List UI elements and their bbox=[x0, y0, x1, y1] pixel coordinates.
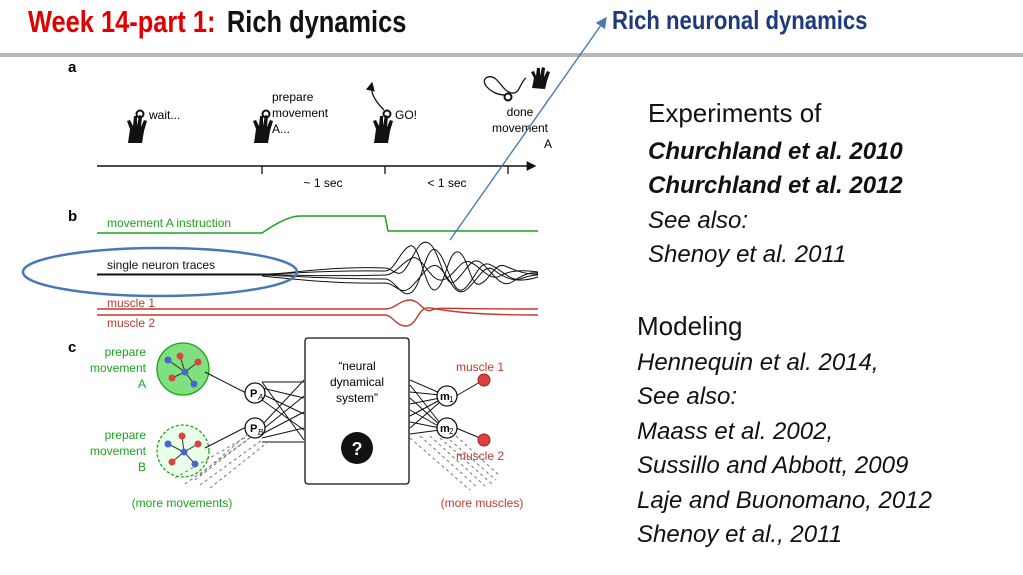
prepare-line-3: A... bbox=[272, 122, 290, 136]
neuron-label: single neuron traces bbox=[107, 258, 215, 272]
more-muscles-lines bbox=[409, 435, 501, 491]
panel-a-label: a bbox=[68, 59, 77, 76]
more-muscles-label: (more muscles) bbox=[441, 496, 524, 510]
highlight-ellipse bbox=[21, 246, 299, 298]
wait-label: wait... bbox=[148, 108, 180, 122]
done-line-2: movement bbox=[492, 121, 549, 135]
muscle1-trace-label: muscle 1 bbox=[107, 296, 155, 310]
system-line-3: system” bbox=[336, 391, 378, 405]
svg-text:P: P bbox=[250, 388, 257, 400]
system-line-1: “neural bbox=[338, 359, 375, 373]
exp-ref-2: Churchland et al. 2012 bbox=[648, 172, 903, 199]
model-see-also: See also: bbox=[637, 383, 738, 410]
modeling-heading: Modeling bbox=[637, 311, 743, 341]
muscle2-trace-label: muscle 2 bbox=[107, 316, 155, 330]
prepare-line-2: movement bbox=[272, 106, 329, 120]
neural-system-box bbox=[304, 337, 410, 485]
pb-node: P B bbox=[244, 417, 266, 439]
svg-text:B: B bbox=[258, 428, 264, 437]
title-divider bbox=[0, 53, 1023, 57]
svg-text:2: 2 bbox=[449, 427, 454, 436]
system-line-2: dynamical bbox=[330, 375, 384, 389]
exp-see-also: See also: bbox=[648, 207, 749, 234]
title-topic: Rich dynamics bbox=[226, 4, 407, 39]
title-week: Week 14-part 1: bbox=[28, 4, 216, 39]
panel-b-label: b bbox=[68, 208, 77, 225]
go-label: GO! bbox=[395, 108, 417, 122]
question-icon bbox=[341, 432, 373, 464]
instruction-label: movement A instruction bbox=[107, 216, 231, 230]
prep-a-line-1: prepare bbox=[105, 345, 147, 359]
panel-c-label: c bbox=[68, 339, 76, 356]
prepare-line-1: prepare bbox=[272, 90, 314, 104]
output-projections bbox=[409, 379, 481, 439]
hand-wait-icon bbox=[127, 109, 147, 143]
prep-a-line-2: movement bbox=[90, 361, 147, 375]
slide-title: Week 14-part 1: Rich dynamics bbox=[28, 4, 406, 40]
model-ref-3: Laje and Buonomano, 2012 bbox=[637, 487, 932, 514]
model-ref-main: Hennequin et al. 2014, bbox=[637, 349, 879, 376]
model-ref-4: Shenoy et al., 2011 bbox=[637, 521, 843, 548]
interval-1-label: ~ 1 sec bbox=[303, 176, 342, 190]
more-movements-lines bbox=[174, 431, 269, 489]
exp-ref-3: Shenoy et al. 2011 bbox=[648, 241, 847, 268]
done-line-1: done bbox=[507, 105, 534, 119]
input-projections bbox=[204, 371, 305, 449]
svg-text:m: m bbox=[440, 423, 450, 435]
instruction-trace bbox=[97, 215, 538, 234]
neuron-traces bbox=[97, 241, 539, 295]
more-movements-label: (more movements) bbox=[132, 496, 233, 510]
pa-node: P A bbox=[244, 382, 266, 404]
prep-b-line-2: movement bbox=[90, 444, 147, 458]
interval-2-label: < 1 sec bbox=[427, 176, 466, 190]
population-a-icon bbox=[156, 342, 210, 396]
muscle1-output-label: muscle 1 bbox=[456, 360, 504, 374]
svg-text:m: m bbox=[440, 391, 450, 403]
svg-text:1: 1 bbox=[449, 395, 454, 404]
population-b-icon bbox=[156, 424, 210, 478]
muscle1-trace bbox=[97, 299, 539, 312]
m1-node: m 1 bbox=[436, 385, 458, 407]
model-ref-1: Maass et al. 2002, bbox=[637, 418, 834, 445]
experiments-heading: Experiments of bbox=[648, 98, 822, 128]
muscle2-output-label: muscle 2 bbox=[456, 449, 504, 463]
hand-done-icon bbox=[483, 67, 550, 102]
svg-text:A: A bbox=[257, 393, 263, 402]
annotation-label: Rich neuronal dynamics bbox=[612, 5, 868, 35]
model-ref-2: Sussillo and Abbott, 2009 bbox=[637, 452, 909, 479]
m2-node: m 2 bbox=[436, 417, 458, 439]
question-mark: ? bbox=[352, 439, 363, 459]
muscle2-node bbox=[477, 433, 491, 447]
muscle2-trace bbox=[97, 307, 539, 327]
prep-b-line-1: prepare bbox=[105, 428, 147, 442]
prep-a-line-3: A bbox=[138, 377, 146, 391]
muscle1-node bbox=[477, 373, 491, 387]
annotation-arrow bbox=[449, 16, 607, 241]
exp-ref-1: Churchland et al. 2010 bbox=[648, 138, 903, 165]
hand-prepare-icon bbox=[253, 109, 273, 143]
done-line-3: A bbox=[544, 137, 552, 151]
prep-b-line-3: B bbox=[138, 460, 146, 474]
hand-go-icon bbox=[365, 81, 393, 143]
svg-text:P: P bbox=[250, 423, 257, 435]
